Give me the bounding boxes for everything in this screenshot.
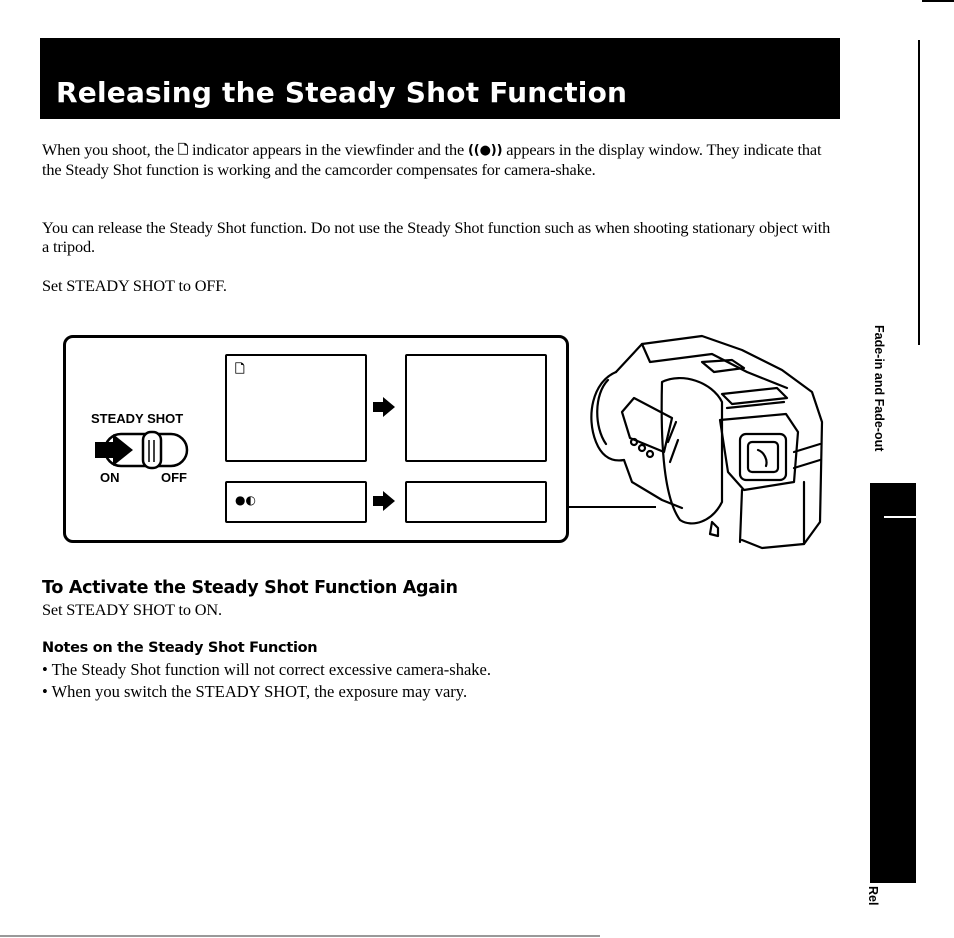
camcorder-illustration <box>590 334 824 550</box>
tab-notch <box>884 516 916 518</box>
switch-on-label: ON <box>100 470 120 485</box>
intro-text: When you shoot, the <box>42 140 178 159</box>
steady-shot-display-icon: ●◐ <box>235 493 256 507</box>
steady-shot-diagram: STEADY SHOT ON OFF 🗋 ●◐ <box>63 335 569 543</box>
switch-label: STEADY SHOT <box>91 411 184 426</box>
section-tab-label: Fade-in and Fade-out <box>872 325 886 452</box>
intro-text: appears in the display window. They indi… <box>42 140 822 179</box>
next-section-tab-label: Rel <box>866 886 880 906</box>
viewfinder-before: 🗋 <box>225 354 367 462</box>
arrow-right-icon <box>373 491 395 511</box>
section-tab-marker <box>870 483 916 883</box>
title-bar: Releasing the Steady Shot Function <box>40 38 840 119</box>
margin-rule <box>918 40 920 345</box>
steady-shot-viewfinder-icon: 🗋 <box>235 362 245 376</box>
page-bottom-rule <box>0 935 600 937</box>
steady-shot-display-icon: ((●)) <box>468 143 503 158</box>
page-title: Releasing the Steady Shot Function <box>56 76 628 109</box>
display-window-after <box>405 481 547 523</box>
viewfinder-after <box>405 354 547 462</box>
callout-line <box>566 506 656 508</box>
activate-instruction: Set STEADY SHOT to ON. <box>42 600 222 619</box>
note-item: • The Steady Shot function will not corr… <box>42 660 491 679</box>
switch-off-label: OFF <box>161 470 187 485</box>
intro-paragraph-1: When you shoot, the 🗋 indicator appears … <box>42 140 842 179</box>
activate-heading: To Activate the Steady Shot Function Aga… <box>42 578 458 598</box>
page-edge-rule <box>922 0 954 2</box>
note-item: • When you switch the STEADY SHOT, the e… <box>42 682 468 701</box>
intro-paragraph-2: You can release the Steady Shot function… <box>42 218 831 256</box>
arrow-right-icon <box>373 397 395 417</box>
steady-shot-switch <box>95 430 189 470</box>
notes-heading: Notes on the Steady Shot Function <box>42 640 318 656</box>
steady-shot-viewfinder-icon: 🗋 <box>177 143 189 158</box>
intro-text: indicator appears in the viewfinder and … <box>188 140 469 159</box>
instruction-off: Set STEADY SHOT to OFF. <box>42 276 227 295</box>
display-window-before: ●◐ <box>225 481 367 523</box>
